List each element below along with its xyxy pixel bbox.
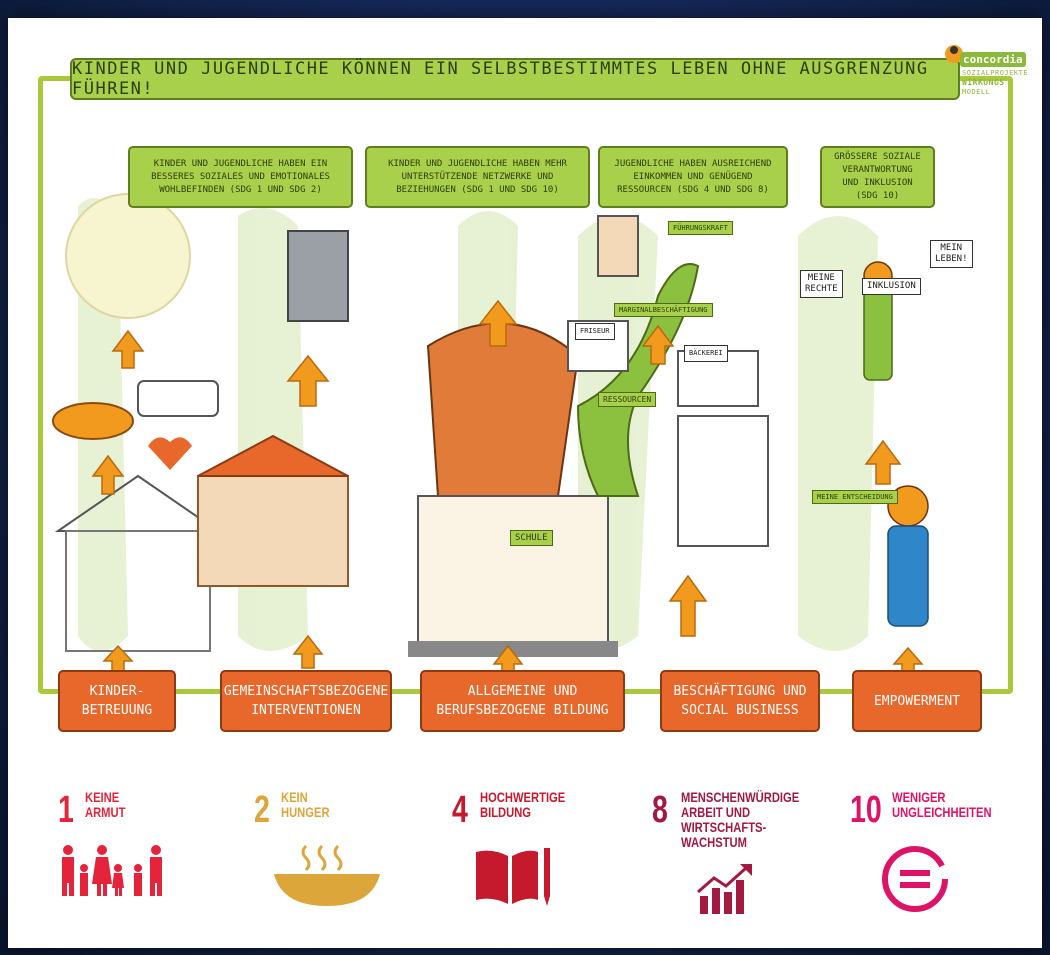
equality-icon (882, 846, 948, 912)
intervention-box-employment: BESCHÄFTIGUNG UND SOCIAL BUSINESS (660, 670, 820, 732)
sdg-label: WENIGER UNGLEICHHEITEN (892, 789, 992, 820)
sign-fuehrung: FÜHRUNGSKRAFT (668, 221, 733, 235)
outcome-box-wellbeing: KINDER UND JUGENDLICHE HABEN EIN BESSERE… (128, 146, 353, 208)
growth-chart-icon (697, 864, 752, 914)
sdg-goal-10: 10 WENIGER UNGLEICHHEITEN (850, 790, 1020, 930)
sign-leben: MEIN LEBEN! (930, 240, 973, 268)
intervention-box-childcare: KINDER- BETREUUNG (58, 670, 176, 732)
open-door (677, 415, 769, 547)
sdg-number: 8 (652, 789, 668, 831)
family-icon (62, 845, 162, 896)
office-building (597, 215, 639, 277)
sdg-label: MENSCHENWÜRDIGE ARBEIT UND WIRTSCHAFTS- … (681, 789, 800, 850)
bowl-icon (274, 844, 380, 906)
sdg-goal-8: 8 MENSCHENWÜRDIGE ARBEIT UND WIRTSCHAFTS… (652, 790, 822, 930)
logo-subtitle: WIRKUNGS (962, 78, 1005, 87)
sdg-number: 1 (58, 789, 74, 831)
van-icon (137, 380, 219, 417)
sign-marginal: MARGINALBESCHÄFTIGUNG (614, 303, 713, 317)
window-ledge (408, 641, 618, 657)
school-window (417, 495, 609, 647)
goal-banner: KINDER UND JUGENDLICHE KÖNNEN EIN SELBST… (70, 58, 960, 100)
sign-schule: SCHULE (510, 530, 553, 546)
food-bowl-icon (52, 402, 134, 440)
sdg-label: HOCHWERTIGE BILDUNG (480, 789, 566, 820)
sign-ressourcen: RESSOURCEN (598, 392, 657, 407)
house-icon (54, 474, 222, 652)
outcome-box-networks: KINDER UND JUGENDLICHE HABEN MEHR UNTERS… (365, 146, 590, 208)
outcome-box-inclusion: GRÖSSERE SOZIALE VERANTWORTUNG UND INKLU… (820, 146, 935, 208)
sign-entscheidung: MEINE ENTSCHEIDUNG (812, 490, 898, 504)
intervention-box-empowerment: EMPOWERMENT (852, 670, 982, 732)
sign-inklusion: INKLUSION (862, 278, 921, 295)
sdg-number: 4 (452, 789, 468, 831)
logo-name: concordia (960, 52, 1026, 67)
sdg-goal-1: 1 KEINE ARMUT (58, 790, 208, 930)
backpack-icon (426, 322, 580, 512)
sdg-goal-2: 2 KEIN HUNGER (254, 790, 404, 930)
logo-subtitle: MODELL (962, 88, 991, 96)
podium-icon (287, 230, 349, 322)
sdg-number: 2 (254, 789, 270, 831)
sdg-label: KEIN HUNGER (281, 789, 330, 820)
village-houses (197, 475, 349, 587)
intervention-box-community: GEMEINSCHAFTSBEZOGENE INTERVENTIONEN (220, 670, 392, 732)
outcome-box-income: JUGENDLICHE HABEN AUSREICHEND EINKOMMEN … (598, 146, 788, 208)
logo-subtitle: SOZIALPROJEKTE (962, 69, 1029, 77)
intervention-box-education: ALLGEMEINE UND BERUFSBEZOGENE BILDUNG (420, 670, 625, 732)
sign-bakery: BÄCKEREI (684, 345, 728, 362)
sdg-number: 10 (850, 789, 882, 831)
sign-rechte: MEINE RECHTE (800, 270, 843, 298)
sdg-goal-4: 4 HOCHWERTIGE BILDUNG (452, 790, 602, 930)
career-road (576, 263, 700, 497)
wellbeing-circle (65, 193, 191, 319)
arrow-up-icons (91, 299, 924, 677)
illustration-scene (52, 193, 929, 677)
sign-friseur: FRISEUR (575, 323, 615, 340)
sdg-label: KEINE ARMUT (85, 789, 126, 820)
book-icon (476, 848, 550, 906)
concordia-logo-icon (945, 45, 963, 63)
heart-icon (148, 437, 192, 470)
